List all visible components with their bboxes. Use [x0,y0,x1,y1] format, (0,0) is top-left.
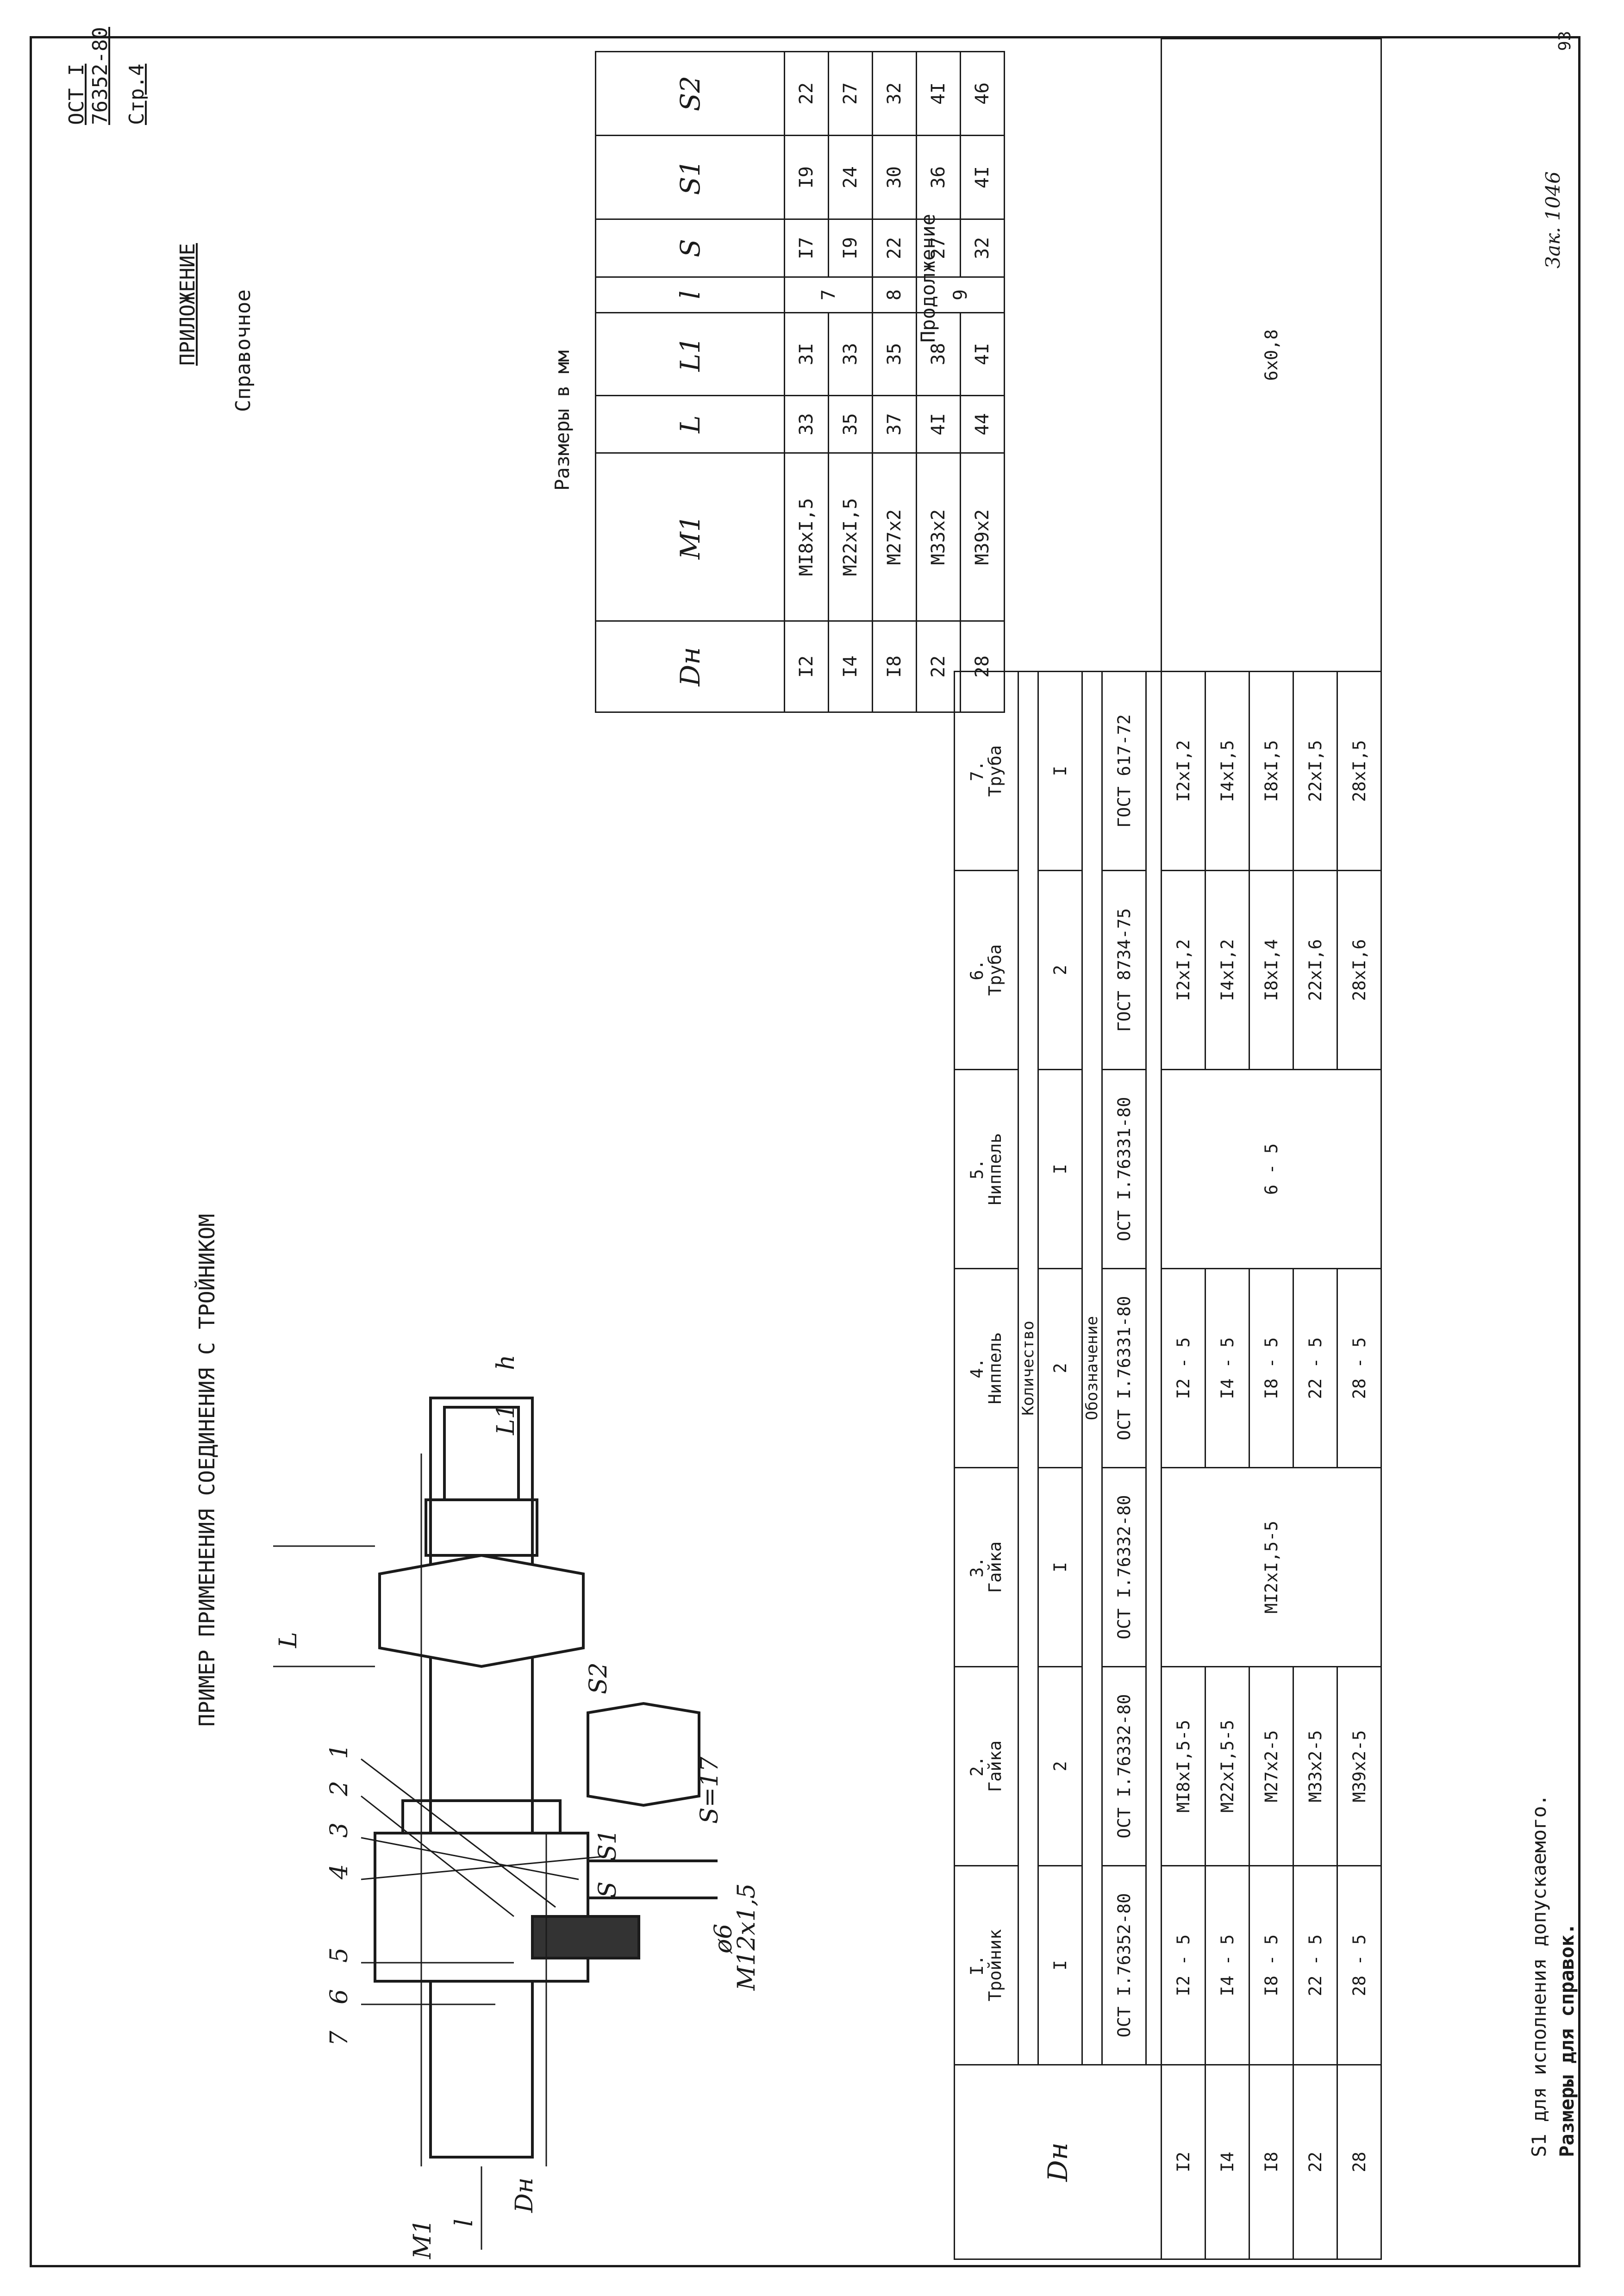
dimension-s: S [594,1881,622,1898]
designation-label-row: Обозначение [1082,39,1102,2259]
dim-col-s: S [595,219,785,277]
dimension-m12: M12x1,5 [733,1884,761,1991]
document-code: ОСТ I 76352-80 [65,27,112,125]
quantity-label-row: Количество [1018,39,1038,2259]
part-header-4: 4.Ниппель [954,1268,1018,1468]
appendix-label: ПРИЛОЖЕНИЕ [176,243,200,366]
dimension-l-upper: L [275,1632,302,1648]
dim-col-l1: L1 [595,312,785,396]
dimension-h: h [492,1355,520,1371]
part-callout-5: 5 [325,1947,353,1963]
page-number: 93 [1555,31,1574,51]
part-header-2: 2.Гайка [954,1666,1018,1866]
part-header-6: 6.Труба [954,870,1018,1070]
dimension-dn: Dн [511,2177,538,2213]
dimension-m1: M1 [409,2219,437,2259]
dimensions-caption: Размеры в мм [551,350,574,491]
part-callout-1: 1 [325,1744,353,1759]
parts-table: Dн I.Тройник 2.Гайка 3.Гайка 4.Ниппель 5… [954,38,1382,2260]
tee-fitting-drawing [374,1397,718,2250]
dim-col-s2: S2 [595,51,785,136]
continuation-label: Продолжение [917,213,939,343]
part-callout-3: 3 [325,1822,353,1838]
dim-col-l-small: l [595,277,785,313]
parts-header-row: Dн I.Тройник 2.Гайка 3.Гайка 4.Ниппель 5… [954,39,1162,2259]
part-header-3: 3.Гайка [954,1467,1018,1667]
assembly-drawing: L 1 2 3 4 5 6 7 l S2 S S1 S=17 ø6 M12x1,… [255,1287,761,2259]
part-header-5: 5.Ниппель [954,1069,1018,1269]
dimension-l1: L1 [492,1404,520,1435]
part-leaders [273,1454,607,2166]
part-callout-2: 2 [325,1781,353,1797]
dimension-s1: S1 [594,1829,622,1861]
dimension-l-left: l [450,2219,478,2227]
part-header-7: 7.Труба [954,671,1018,871]
part-callout-4: 4 [325,1864,353,1880]
part-callout-6: 6 [325,1989,353,2004]
dimension-d6: ø6 [710,1924,737,1954]
dimension-s17: S=17 [696,1756,724,1824]
dim-col-l: L [595,395,785,453]
dim-col-dn: Dн [595,621,785,712]
note-s1: S1 для исполнения допускаемого. [1528,1794,1550,2157]
dim-col-s1: S1 [595,135,785,219]
note-reference: Размеры для справок. [1555,1923,1578,2157]
dim-col-m1: M1 [595,453,785,621]
part-header-1: I.Тройник [954,1866,1018,2065]
page-title: ПРИМЕР ПРИМЕНЕНИЯ СОЕДИНЕНИЯ С ТРОЙНИКОМ [194,1214,219,1727]
order-number: Зак. 1046 [1542,171,1564,268]
quantity-label: Количество [1018,671,1038,2065]
dimension-s2: S2 [585,1662,612,1694]
part-callout-7: 7 [325,2030,353,2046]
appendix-status: Справочное [231,289,255,412]
designation-label: Обозначение [1082,671,1102,2065]
parts-col-dn: Dн [954,2065,1162,2259]
page-label: Стр.4 [125,63,149,125]
